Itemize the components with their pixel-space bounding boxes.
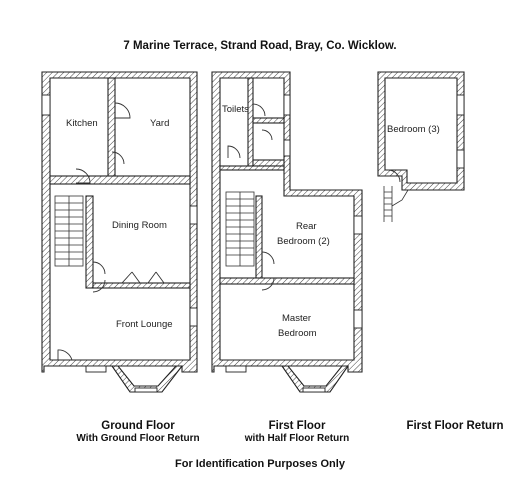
room-label-kitchen: Kitchen	[66, 118, 98, 129]
return-base-wall	[49, 175, 191, 185]
first-floor-return-plan	[377, 71, 465, 222]
room-label-toilets: Toilets	[222, 104, 249, 115]
kitchen-wall	[107, 77, 116, 184]
ground-floor-plan	[41, 71, 198, 393]
first-stair-wall	[255, 195, 263, 281]
ground-staircase	[54, 195, 84, 267]
master-wall	[219, 277, 355, 285]
caption-first-main: First Floor	[268, 420, 326, 432]
caption-ground-sub: With Ground Floor Return	[76, 433, 200, 444]
caption-ground-main: Ground Floor	[101, 420, 175, 432]
toilets-partition	[247, 77, 254, 167]
front-door	[57, 349, 73, 361]
first-staircase	[225, 191, 255, 267]
plan-title: 7 Marine Terrace, Strand Road, Bray, Co.…	[123, 40, 397, 52]
room-label-front-lounge: Front Lounge	[116, 319, 173, 330]
caption-first-floor: First Floor with Half Floor Return	[226, 420, 368, 444]
room-label-bedroom3: Bedroom (3)	[387, 124, 440, 135]
dining-lounge-wall	[92, 282, 191, 289]
disclaimer-footer: For Identification Purposes Only	[175, 458, 345, 470]
caption-return-main: First Floor Return	[406, 420, 504, 432]
return-outer-wall	[377, 71, 465, 191]
room-label-master: Master	[282, 313, 311, 324]
kitchen-door	[114, 102, 131, 119]
room-label-dining: Dining Room	[112, 220, 167, 231]
first-outer-wall	[211, 71, 363, 373]
caption-first-sub: with Half Floor Return	[244, 433, 350, 444]
return-stair	[383, 186, 409, 222]
room-label-master-bedroom: Bedroom	[278, 328, 317, 339]
room-label-rear-bedroom-number: Bedroom (2)	[277, 236, 330, 247]
caption-first-floor-return: First Floor Return	[400, 420, 510, 432]
caption-ground-floor: Ground Floor With Ground Floor Return	[68, 420, 208, 444]
room-label-rear-bedroom: Rear	[296, 221, 317, 232]
room-label-yard: Yard	[150, 118, 169, 129]
ground-window	[85, 365, 107, 373]
stair-wall	[85, 195, 94, 289]
first-floor-plan	[211, 71, 363, 393]
